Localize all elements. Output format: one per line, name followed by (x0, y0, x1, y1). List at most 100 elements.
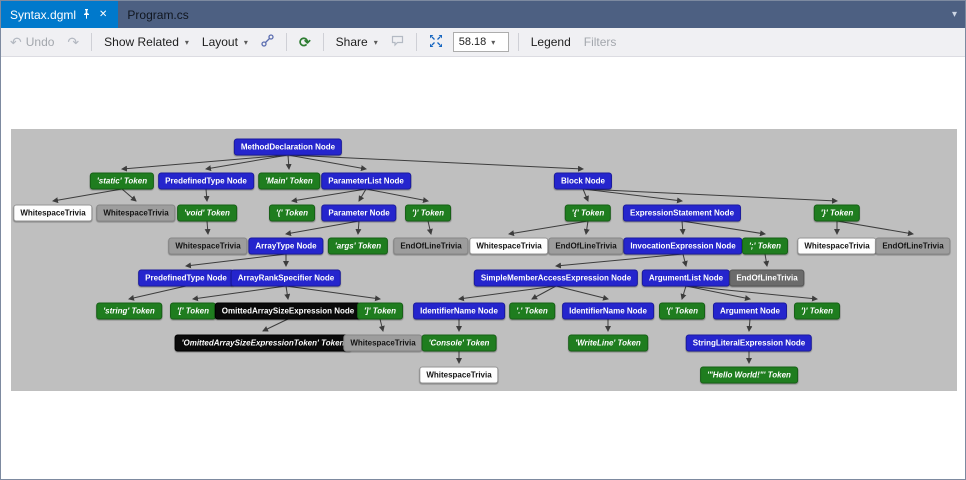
graph-edge (185, 253, 287, 269)
graph-node-arglist[interactable]: ArgumentList Node (641, 269, 731, 287)
layout-dropdown[interactable]: Layout ▾ (199, 33, 251, 51)
graph-node-rbr[interactable]: ']' Token (357, 302, 403, 320)
graph-node-dot[interactable]: '.' Token (509, 302, 555, 320)
graph-node-stringtok[interactable]: 'string' Token (96, 302, 162, 320)
graph-edge (836, 220, 914, 237)
graph-edge (285, 285, 381, 302)
graph-edge (582, 188, 838, 204)
graph-node-exprstmt[interactable]: ExpressionStatement Node (622, 204, 742, 222)
graph-node-wsg3[interactable]: WhitespaceTrivia (343, 334, 423, 352)
graph-node-eold[interactable]: EndOfLineTrivia (729, 269, 805, 287)
graph-edge (681, 220, 766, 237)
graph-edge (287, 154, 584, 172)
graph-node-wsw4[interactable]: WhitespaceTrivia (419, 366, 499, 384)
graph-node-predef1[interactable]: PredefinedType Node (158, 172, 254, 190)
tab-syntax-dgml[interactable]: Syntax.dgml ✕ (1, 1, 119, 28)
graph-edge (287, 154, 367, 172)
pin-icon[interactable] (82, 8, 91, 22)
toolbar-separator (91, 33, 93, 51)
graph-node-writeline[interactable]: 'WriteLine' Token (568, 334, 648, 352)
graph-node-rp2[interactable]: ')' Token (794, 302, 840, 320)
refresh-button[interactable]: ⟳ (296, 33, 314, 51)
graph-direction-button[interactable] (258, 32, 277, 52)
graph-node-strlit[interactable]: StringLiteralExpression Node (685, 334, 813, 352)
graph-node-eolg2[interactable]: EndOfLineTrivia (548, 237, 624, 255)
graph-edge (378, 318, 385, 332)
graph-edge (555, 285, 609, 301)
graph-node-invoke[interactable]: InvocationExpression Node (623, 237, 743, 255)
graph-node-arank[interactable]: ArrayRankSpecifier Node (230, 269, 342, 287)
graph-node-lb[interactable]: '{' Token (564, 204, 612, 222)
graph-edge (121, 154, 289, 172)
tab-list-chevron-icon[interactable]: ▾ (951, 9, 957, 20)
graph-node-wsg1[interactable]: WhitespaceTrivia (96, 204, 176, 222)
graph-node-ident2[interactable]: IdentifierName Node (562, 302, 654, 320)
graph-node-omtok[interactable]: 'OmittedArraySizeExpressionToken' Token (174, 334, 352, 352)
redo-button[interactable]: ↷ (64, 33, 82, 51)
graph-edge (284, 285, 291, 300)
graph-node-wsw1[interactable]: WhitespaceTrivia (13, 204, 93, 222)
legend-button[interactable]: Legend (528, 33, 574, 51)
show-related-dropdown[interactable]: Show Related ▾ (101, 33, 192, 51)
chevron-down-icon: ▾ (243, 37, 248, 47)
graph-node-eolg3[interactable]: EndOfLineTrivia (875, 237, 951, 255)
graph-edge (204, 220, 211, 235)
zoom-fit-icon (429, 34, 443, 51)
graph-node-void[interactable]: 'void' Token (177, 204, 237, 222)
graph-node-hello[interactable]: '"Hello World!"' Token (700, 366, 798, 384)
graph-node-argument[interactable]: Argument Node (713, 302, 787, 320)
graph-node-args[interactable]: 'args' Token (327, 237, 389, 255)
comment-button[interactable] (388, 33, 407, 52)
graph-node-predef2[interactable]: PredefinedType Node (138, 269, 234, 287)
share-label: Share (335, 35, 368, 49)
graph-edge (426, 220, 433, 235)
share-dropdown[interactable]: Share ▾ (333, 33, 381, 51)
graph-node-wsg2[interactable]: WhitespaceTrivia (168, 237, 248, 255)
graph-node-lp2[interactable]: '(' Token (659, 302, 705, 320)
zoom-combobox[interactable]: 58.18 ▾ (452, 32, 509, 52)
graph-edge (358, 188, 367, 202)
graph-node-block[interactable]: Block Node (553, 172, 613, 190)
graph-edge (192, 285, 287, 302)
zoom-fit-button[interactable] (426, 32, 446, 53)
graph-node-main[interactable]: 'Main' Token (258, 172, 320, 190)
close-icon[interactable]: ✕ (99, 8, 108, 20)
graph-node-paramlist[interactable]: ParameterList Node (321, 172, 411, 190)
graph-node-wsw3[interactable]: WhitespaceTrivia (797, 237, 877, 255)
graph-edge (508, 220, 589, 237)
graph-node-static[interactable]: 'static' Token (89, 172, 155, 190)
graph-node-rp1[interactable]: ')' Token (405, 204, 451, 222)
graph-node-omitted[interactable]: OmittedArraySizeExpression Node (214, 302, 362, 320)
tab-program-cs[interactable]: Program.cs (118, 1, 197, 28)
graph-edge (285, 220, 360, 237)
tab-label: Syntax.dgml (10, 7, 77, 22)
undo-label: Undo (25, 35, 55, 49)
graph-node-eolg1[interactable]: EndOfLineTrivia (393, 237, 469, 255)
graph-edges (52, 154, 914, 364)
graph-node-wsw2[interactable]: WhitespaceTrivia (469, 237, 549, 255)
undo-button[interactable]: ↶ Undo (7, 33, 57, 51)
graph-node-console[interactable]: 'Console' Token (421, 334, 497, 352)
toolbar: ↶ Undo ↷ Show Related ▾ Layout ▾ ⟳ Share… (1, 28, 965, 57)
toolbar-separator (322, 33, 324, 51)
graph-node-rb[interactable]: '}' Token (813, 204, 861, 222)
graph-node-arraytype[interactable]: ArrayType Node (248, 237, 324, 255)
graph-edge (555, 253, 684, 269)
show-related-label: Show Related (104, 35, 179, 49)
graph-node-lbr[interactable]: '[' Token (170, 302, 216, 320)
graph-edge (205, 154, 289, 172)
graph-node-sma[interactable]: SimpleMemberAccessExpression Node (473, 269, 639, 287)
filters-button[interactable]: Filters (581, 33, 620, 51)
graph-edge (680, 285, 687, 300)
graph-node-lp1[interactable]: '(' Token (269, 204, 315, 222)
graph-node-param[interactable]: Parameter Node (321, 204, 397, 222)
graph-edge (583, 220, 590, 235)
graph-edge (365, 188, 429, 203)
graph-node-method[interactable]: MethodDeclaration Node (233, 138, 343, 156)
graph-node-ident1[interactable]: IdentifierName Node (413, 302, 505, 320)
toolbar-separator (285, 33, 287, 51)
graph-node-semi[interactable]: ';' Token (742, 237, 788, 255)
